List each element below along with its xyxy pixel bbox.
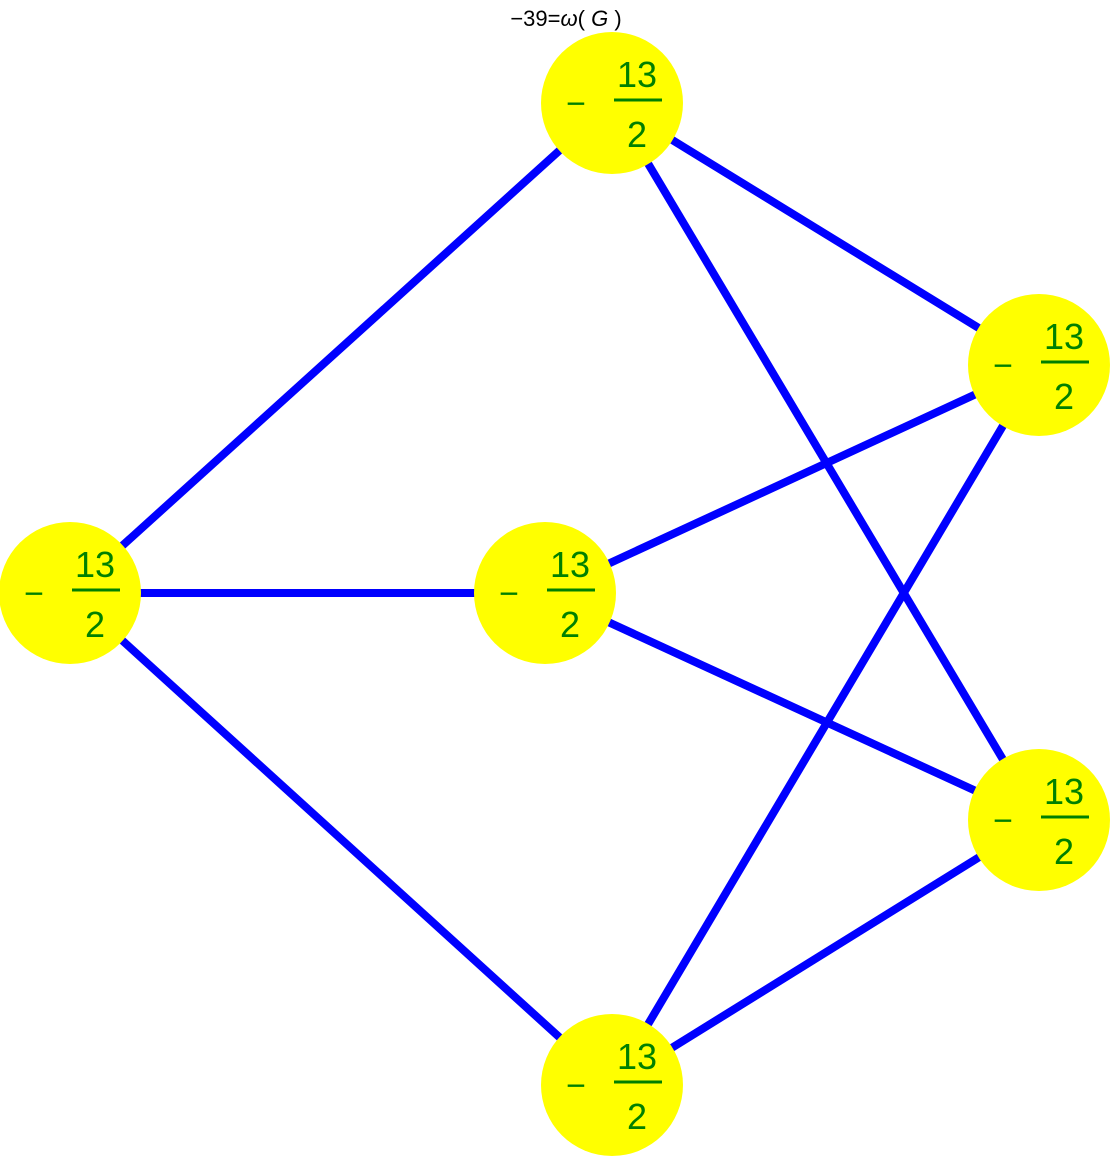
nodes-layer: −132−132−132−132−132−132 [0, 32, 1110, 1156]
title-open-paren: ( [578, 6, 591, 31]
edge-left-bottom [67, 590, 615, 1088]
node-top: −13 2 [541, 32, 683, 174]
title-graph-symbol: G [591, 6, 608, 31]
title-omega: ω [561, 6, 578, 31]
edge-right-upper-bottom [608, 362, 1043, 1088]
edge-top-left [67, 100, 615, 596]
node-circle [968, 294, 1110, 436]
node-label-numerator: 13 [617, 54, 657, 95]
node-label-denominator: 2 [560, 604, 580, 645]
node-circle [0, 522, 141, 664]
node-label-sign: − [499, 575, 519, 613]
node-label-numerator: 13 [550, 544, 590, 585]
edge-center-right-lower [543, 589, 1041, 824]
edge-top-right-upper [609, 99, 1042, 369]
node-circle [541, 1014, 683, 1156]
edges-layer [67, 99, 1043, 1089]
node-circle [968, 749, 1110, 891]
node-label-sign: − [993, 802, 1013, 840]
node-label-denominator: 2 [627, 114, 647, 155]
graph-title: −39=ω( G ) [510, 6, 621, 31]
node-label-numerator: 13 [1044, 771, 1084, 812]
node-label-numerator: 13 [1044, 316, 1084, 357]
node-label-denominator: 2 [1054, 376, 1074, 417]
node-circle [474, 522, 616, 664]
node-center: −13 2 [474, 522, 616, 664]
node-label-denominator: 2 [1054, 831, 1074, 872]
edge-right-lower-bottom [609, 816, 1042, 1089]
node-label-denominator: 2 [85, 604, 105, 645]
node-right-upper: −13 2 [968, 294, 1110, 436]
title-prefix: −39= [510, 6, 560, 31]
node-label-sign: − [566, 85, 586, 123]
node-label-sign: − [993, 347, 1013, 385]
edge-center-right-upper [543, 361, 1041, 597]
node-left: −13 2 [0, 522, 141, 664]
node-circle [541, 32, 683, 174]
node-bottom: −13 2 [541, 1014, 683, 1156]
node-label-numerator: 13 [617, 1036, 657, 1077]
node-label-sign: − [566, 1067, 586, 1105]
node-label-sign: − [24, 575, 44, 613]
node-label-numerator: 13 [75, 544, 115, 585]
node-right-lower: −13 2 [968, 749, 1110, 891]
title-close-paren: ) [608, 6, 621, 31]
node-label-denominator: 2 [627, 1096, 647, 1137]
